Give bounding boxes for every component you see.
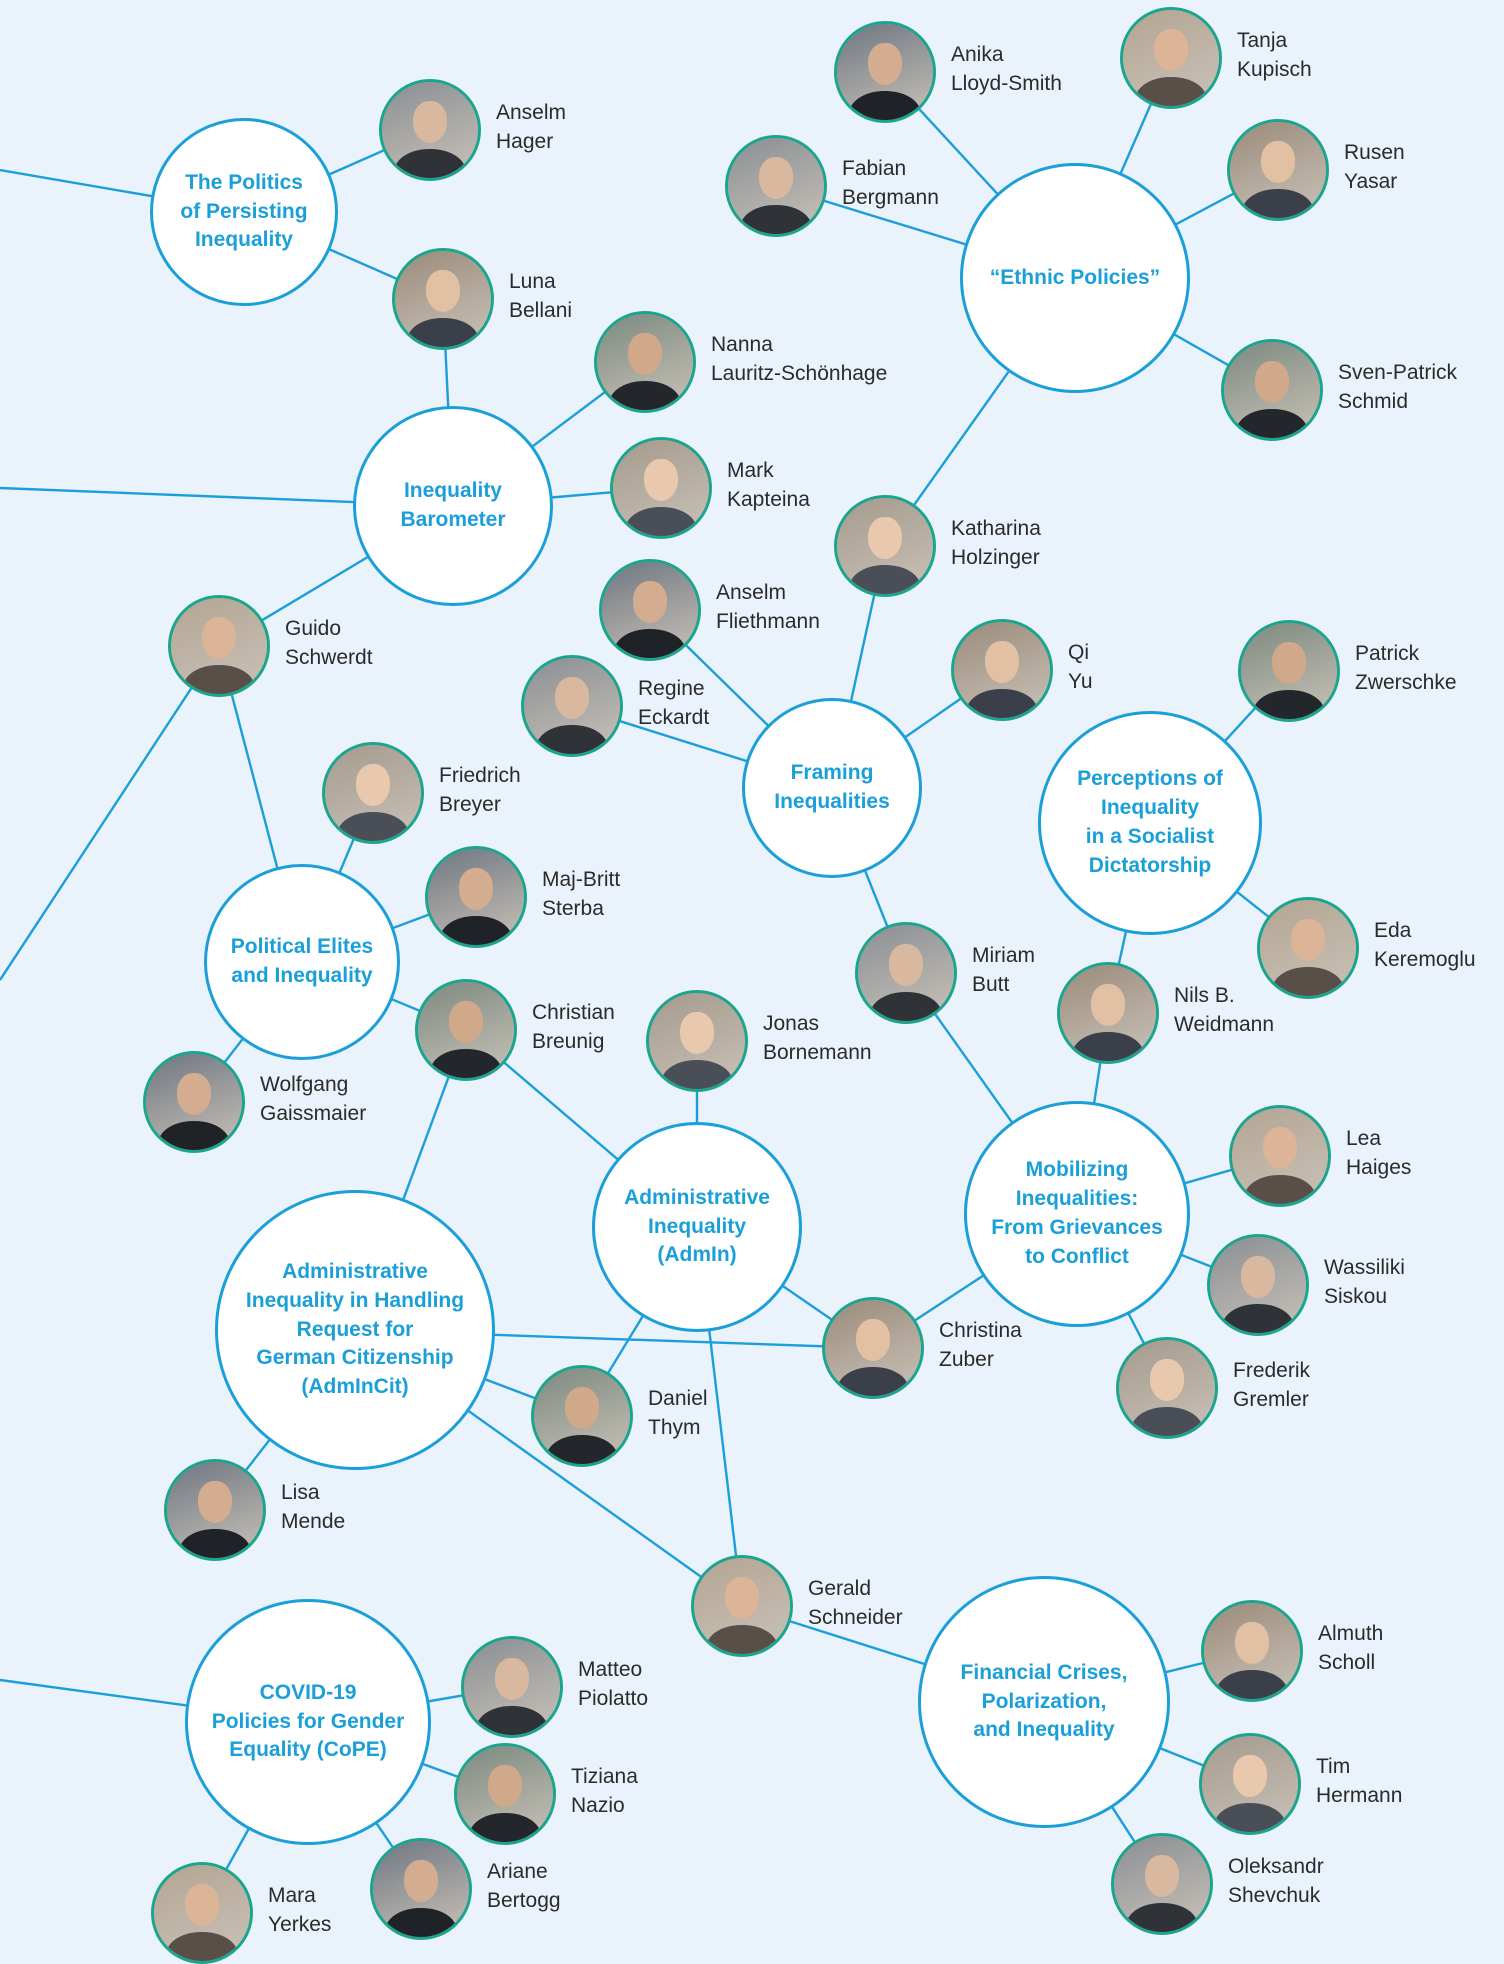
- name-wassiliki-siskou: Wassiliki Siskou: [1324, 1256, 1405, 1308]
- avatar-sven-patrick-schmid: [1221, 339, 1323, 441]
- avatar-nils-weidmann: [1057, 962, 1159, 1064]
- name-rusen-yasar: Rusen Yasar: [1344, 141, 1405, 193]
- name-qi-yu: Qi Yu: [1068, 641, 1093, 693]
- name-luna-bellani: Luna Bellani: [509, 270, 573, 322]
- avatar-anselm-hager: [379, 79, 481, 181]
- avatar-wassiliki-siskou: [1207, 1234, 1309, 1336]
- avatar-regine-eckardt: [521, 655, 623, 757]
- avatar-friedrich-breyer: [322, 742, 424, 844]
- project-inequality-barometer: Inequality Barometer: [353, 406, 553, 606]
- avatar-jonas-bornemann: [646, 990, 748, 1092]
- name-anika-lloyd-smith: Anika Lloyd-Smith: [951, 43, 1062, 95]
- avatar-katharina-holzinger: [834, 495, 936, 597]
- project-mobilizing-inequalities: Mobilizing Inequalities: From Grievances…: [964, 1101, 1190, 1327]
- project-framing-inequalities: Framing Inequalities: [742, 698, 922, 878]
- avatar-tim-hermann: [1199, 1733, 1301, 1835]
- name-eda-keremoglu: Eda Keremoglu: [1374, 919, 1476, 971]
- avatar-wolfgang-gaissmaier: [143, 1051, 245, 1153]
- name-lea-haiges: Lea Haiges: [1346, 1127, 1412, 1179]
- avatar-qi-yu: [951, 619, 1053, 721]
- avatar-mara-yerkes: [151, 1862, 253, 1964]
- avatar-lisa-mende: [164, 1459, 266, 1561]
- avatar-gerald-schneider: [691, 1555, 793, 1657]
- name-tanja-kupisch: Tanja Kupisch: [1237, 29, 1312, 81]
- name-maj-britt-sterba: Maj-Britt Sterba: [542, 868, 621, 920]
- avatar-frederik-gremler: [1116, 1337, 1218, 1439]
- name-miriam-butt: Miriam Butt: [972, 944, 1035, 996]
- name-tim-hermann: Tim Hermann: [1316, 1755, 1403, 1807]
- avatar-matteo-piolatto: [461, 1636, 563, 1738]
- project-politics-of-persisting-inequality: The Politics of Persisting Inequality: [150, 118, 338, 306]
- avatar-miriam-butt: [855, 922, 957, 1024]
- avatar-daniel-thym: [531, 1365, 633, 1467]
- avatar-nanna-lauritz-schonhage: [594, 311, 696, 413]
- name-almuth-scholl: Almuth Scholl: [1318, 1622, 1384, 1674]
- name-patrick-zwerschke: Patrick Zwerschke: [1355, 642, 1457, 694]
- name-daniel-thym: Daniel Thym: [648, 1387, 708, 1439]
- name-anselm-hager: Anselm Hager: [496, 101, 567, 153]
- avatar-maj-britt-sterba: [425, 846, 527, 948]
- avatar-patrick-zwerschke: [1238, 620, 1340, 722]
- name-christian-breunig: Christian Breunig: [532, 1001, 615, 1053]
- project-political-elites: Political Elites and Inequality: [204, 864, 400, 1060]
- avatar-lea-haiges: [1229, 1105, 1331, 1207]
- name-regine-eckardt: Regine Eckardt: [638, 677, 710, 729]
- avatar-eda-keremoglu: [1257, 897, 1359, 999]
- avatar-anselm-fliethmann: [599, 559, 701, 661]
- name-jonas-bornemann: Jonas Bornemann: [763, 1012, 872, 1064]
- avatar-tiziana-nazio: [454, 1743, 556, 1845]
- avatar-ariane-bertogg: [370, 1838, 472, 1940]
- avatar-rusen-yasar: [1227, 119, 1329, 221]
- name-gerald-schneider: Gerald Schneider: [808, 1577, 903, 1629]
- project-ethnic-policies: “Ethnic Policies”: [960, 163, 1190, 393]
- name-mara-yerkes: Mara Yerkes: [268, 1884, 332, 1936]
- avatar-guido-schwerdt: [168, 595, 270, 697]
- name-nils-weidmann: Nils B. Weidmann: [1174, 984, 1274, 1036]
- name-tiziana-nazio: Tiziana Nazio: [571, 1765, 638, 1817]
- avatar-luna-bellani: [392, 248, 494, 350]
- avatar-christina-zuber: [822, 1297, 924, 1399]
- name-anselm-fliethmann: Anselm Fliethmann: [716, 581, 820, 633]
- project-cope: COVID-19 Policies for Gender Equality (C…: [185, 1599, 431, 1845]
- name-frederik-gremler: Frederik Gremler: [1233, 1359, 1311, 1411]
- name-sven-patrick-schmid: Sven-Patrick Schmid: [1338, 361, 1458, 413]
- name-oleksandr-shevchuk: Oleksandr Shevchuk: [1228, 1855, 1324, 1907]
- name-mark-kapteina: Mark Kapteina: [727, 459, 810, 511]
- name-guido-schwerdt: Guido Schwerdt: [285, 617, 373, 669]
- name-wolfgang-gaissmaier: Wolfgang Gaissmaier: [260, 1073, 367, 1125]
- avatar-mark-kapteina: [610, 437, 712, 539]
- avatar-oleksandr-shevchuk: [1111, 1833, 1213, 1935]
- project-admincit: Administrative Inequality in Handling Re…: [215, 1190, 495, 1470]
- avatar-almuth-scholl: [1201, 1600, 1303, 1702]
- connection-line: [0, 645, 221, 981]
- avatar-christian-breunig: [415, 979, 517, 1081]
- name-ariane-bertogg: Ariane Bertogg: [487, 1860, 561, 1912]
- name-lisa-mende: Lisa Mende: [281, 1481, 346, 1533]
- project-financial-crises: Financial Crises, Polarization, and Ineq…: [918, 1576, 1170, 1828]
- name-matteo-piolatto: Matteo Piolatto: [578, 1658, 649, 1710]
- project-perceptions-of-inequality: Perceptions of Inequality in a Socialist…: [1038, 711, 1262, 935]
- name-nanna-lauritz-schonhage: Nanna Lauritz-Schönhage: [711, 333, 888, 385]
- avatar-tanja-kupisch: [1120, 7, 1222, 109]
- name-friedrich-breyer: Friedrich Breyer: [439, 764, 521, 816]
- avatar-anika-lloyd-smith: [834, 21, 936, 123]
- project-administrative-inequality: Administrative Inequality (AdmIn): [592, 1122, 802, 1332]
- name-fabian-bergmann: Fabian Bergmann: [842, 157, 939, 209]
- avatar-fabian-bergmann: [725, 135, 827, 237]
- name-katharina-holzinger: Katharina Holzinger: [951, 517, 1041, 569]
- name-christina-zuber: Christina Zuber: [939, 1319, 1022, 1371]
